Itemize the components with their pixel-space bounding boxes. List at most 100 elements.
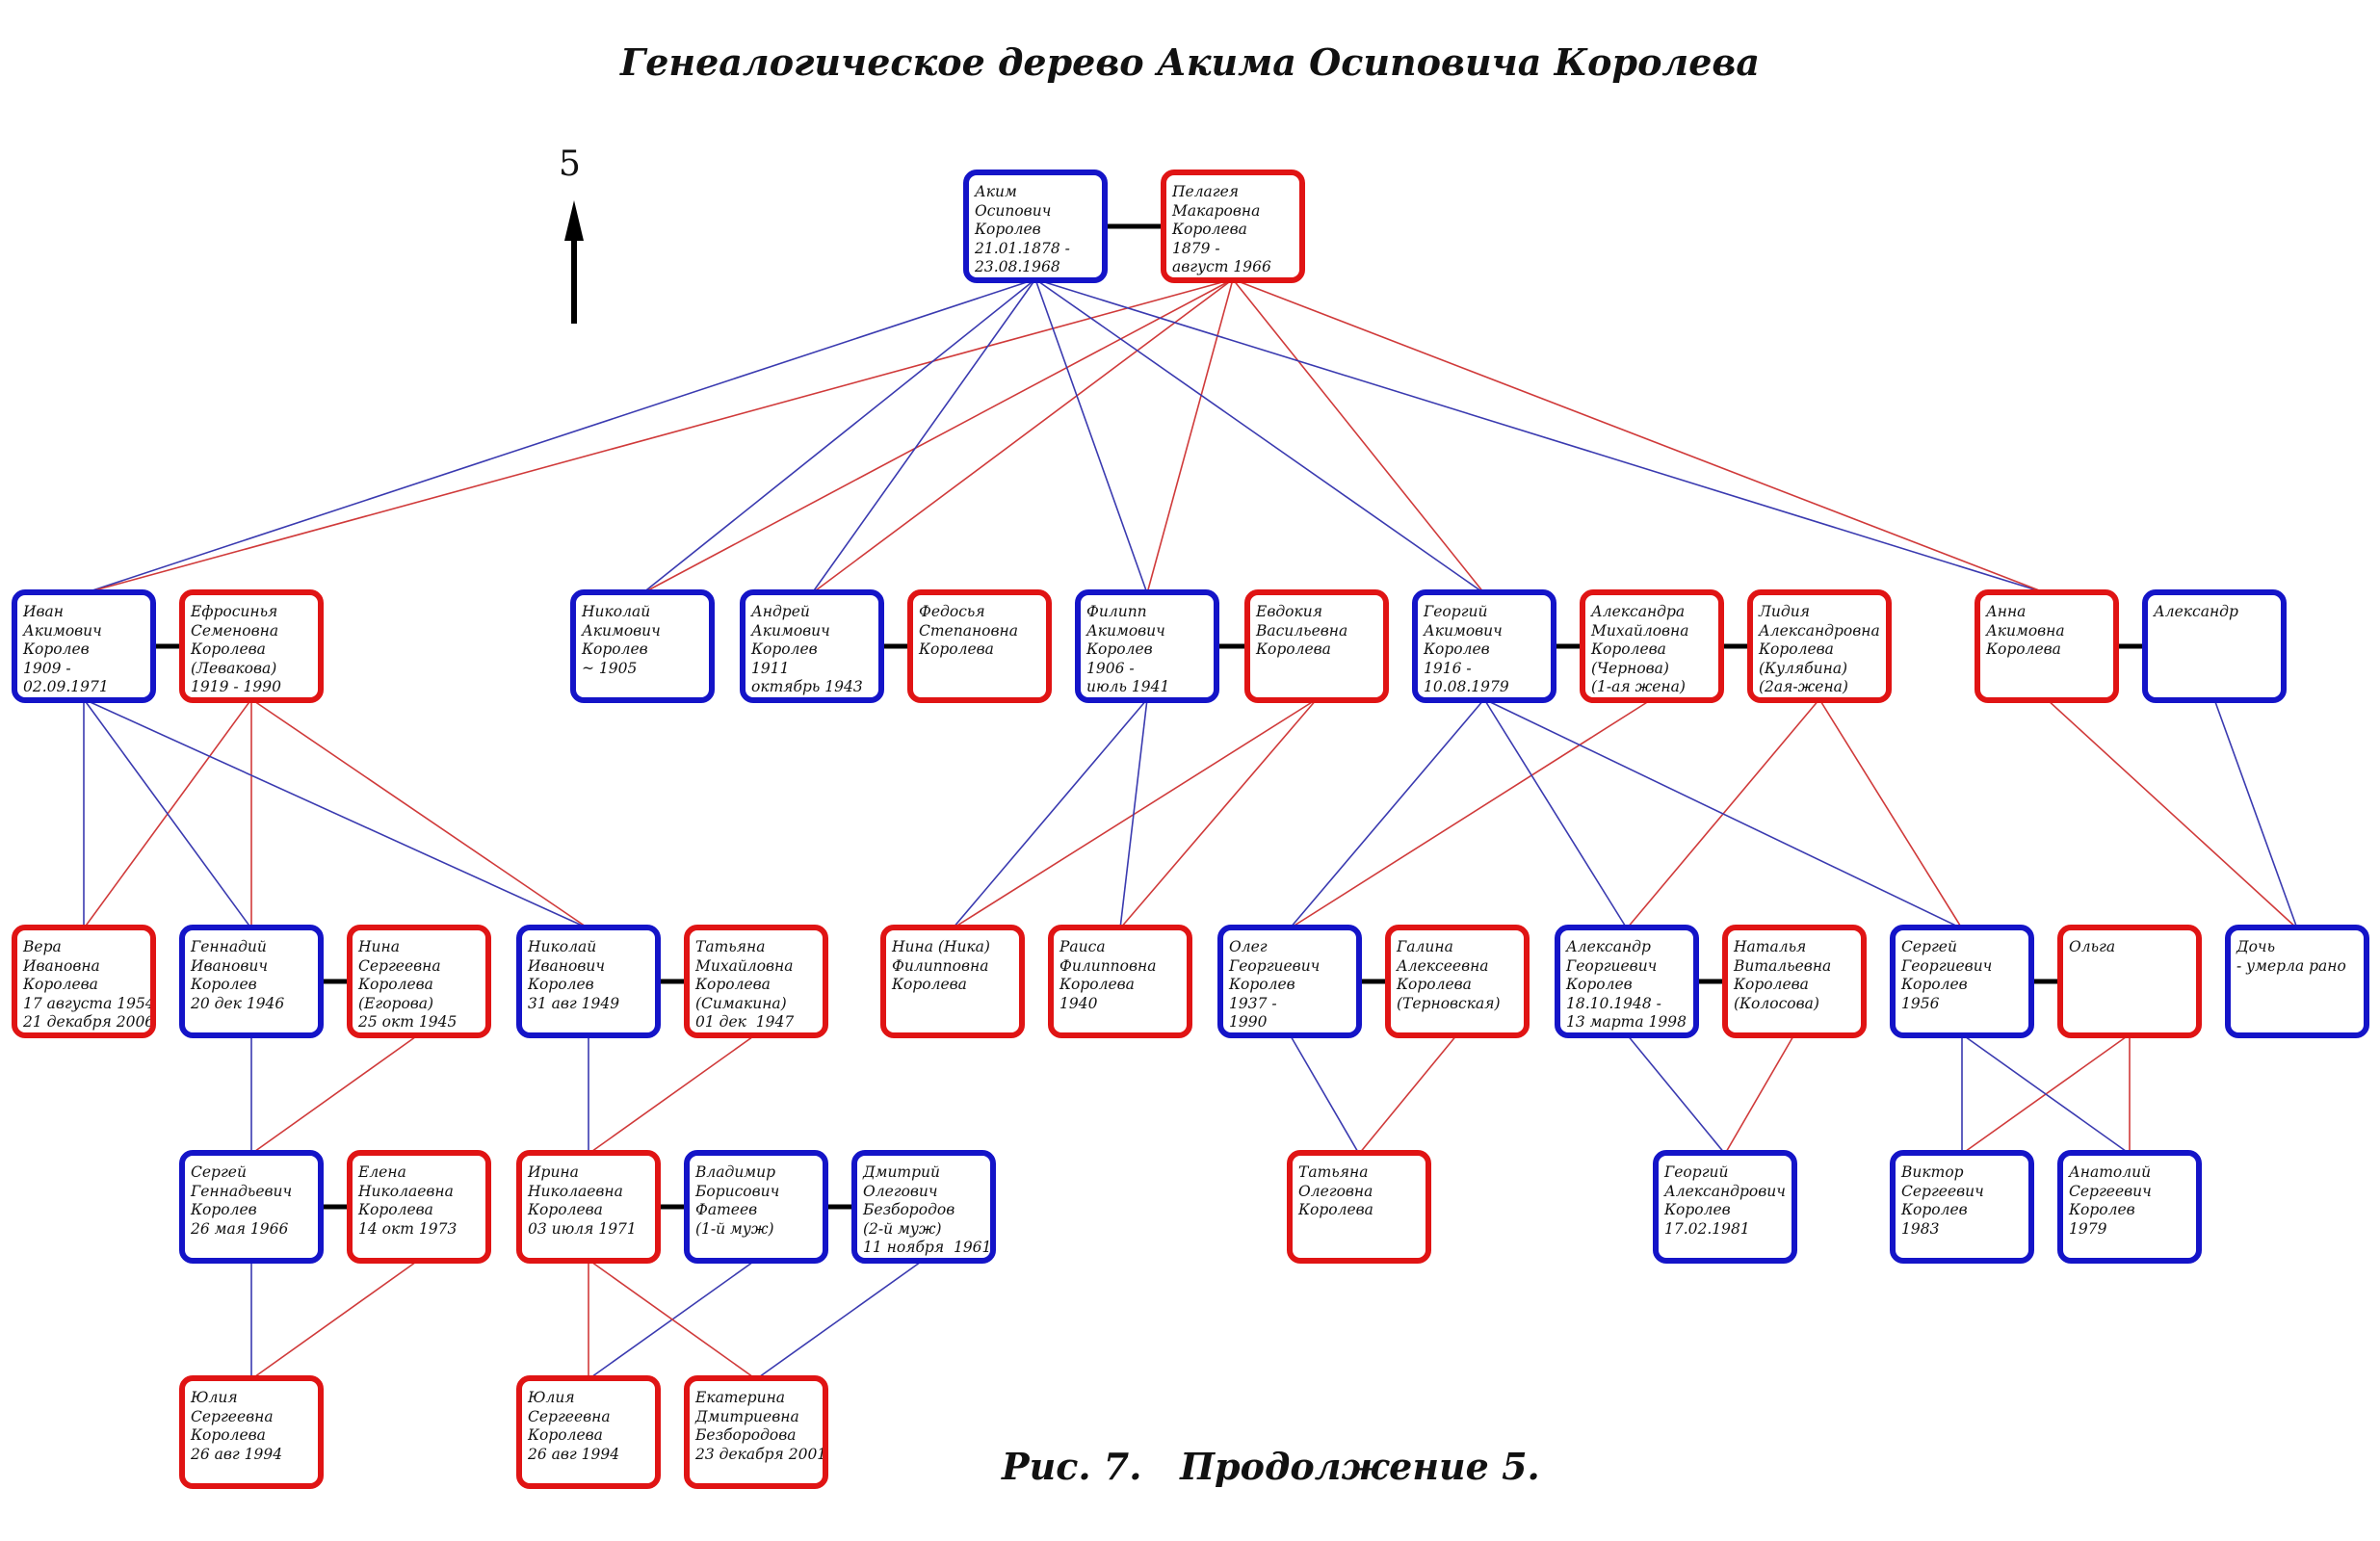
parent-child-line bbox=[1034, 278, 2048, 594]
person-box-yuliya-2: Юлия Сергеевна Королева 26 авг 1994 bbox=[516, 1375, 661, 1489]
parent-child-line bbox=[811, 278, 1036, 594]
person-label: Нина Сергеевна Королева (Егорова) 25 окт… bbox=[358, 938, 458, 1031]
person-box-vera: Вера Ивановна Королева 17 августа 1954 2… bbox=[12, 925, 156, 1038]
diagram-title: Генеалогическое дерево Акима Осиповича К… bbox=[619, 40, 1760, 84]
person-box-andrey: Андрей Акимович Королев 1911 октябрь 194… bbox=[740, 589, 884, 703]
person-label: Александра Михайловна Королева (Чернова)… bbox=[1591, 603, 1689, 697]
person-label: Раиса Филипповна Королева 1940 bbox=[1059, 938, 1157, 1012]
parent-child-line bbox=[588, 1033, 757, 1155]
person-label: Анна Акимовна Королева bbox=[1986, 603, 2065, 658]
person-box-raisa: Раиса Филипповна Королева 1940 bbox=[1048, 925, 1192, 1038]
person-label: Николай Акимович Королев ~ 1905 bbox=[582, 603, 661, 677]
parent-child-line bbox=[2213, 698, 2298, 929]
parent-child-line bbox=[1289, 698, 1485, 929]
person-label: Александр bbox=[2154, 603, 2238, 620]
person-box-nikolay-a: Николай Акимович Королев ~ 1905 bbox=[570, 589, 715, 703]
person-box-yuliya-1: Юлия Сергеевна Королева 26 авг 1994 bbox=[179, 1375, 324, 1489]
person-label: Лидия Александровна Королева (Кулябина) … bbox=[1759, 603, 1880, 697]
person-label: Юлия Сергеевна Королева 26 авг 1994 bbox=[528, 1389, 620, 1463]
parent-child-line bbox=[1961, 1033, 2131, 1155]
parent-child-line bbox=[250, 1033, 420, 1155]
person-box-ivan: Иван Акимович Королев 1909 - 02.09.1971 bbox=[12, 589, 156, 703]
person-label: Ольга bbox=[2069, 938, 2116, 955]
person-box-georgiy-a: Георгий Александрович Королев 17.02.1981 bbox=[1653, 1150, 1797, 1264]
person-label: Георгий Акимович Королев 1916 - 10.08.19… bbox=[1424, 603, 1509, 695]
person-label: Филипп Акимович Королев 1906 - июль 1941 bbox=[1086, 603, 1170, 695]
parent-child-line bbox=[1119, 698, 1148, 929]
person-box-gennadiy: Геннадий Иванович Королев 20 дек 1946 bbox=[179, 925, 324, 1038]
person-box-nina-f: Нина (Ника) Филипповна Королева bbox=[880, 925, 1025, 1038]
parent-child-line bbox=[1289, 698, 1653, 929]
person-label: Нина (Ника) Филипповна Королева bbox=[892, 938, 990, 993]
person-label: Пелагея Макаровна Королева 1879 - август… bbox=[1172, 183, 1271, 275]
person-label: Дмитрий Олегович Безбородов (2-й муж) 11… bbox=[863, 1163, 992, 1256]
parent-child-line bbox=[250, 1259, 420, 1380]
parent-child-line bbox=[83, 698, 252, 929]
person-box-elena: Елена Николаевна Королева 14 окт 1973 bbox=[347, 1150, 491, 1264]
person-label: Наталья Витальевна Королева (Колосова) bbox=[1734, 938, 1832, 1012]
parent-child-line bbox=[952, 698, 1318, 929]
person-label: Виктор Сергеевич Королев 1983 bbox=[1901, 1163, 1984, 1238]
person-box-aleksandra: Александра Михайловна Королева (Чернова)… bbox=[1580, 589, 1724, 703]
person-box-tatyana-o: Татьяна Олеговна Королева bbox=[1287, 1150, 1431, 1264]
person-box-galina: Галина Алексеевна Королева (Терновская) bbox=[1385, 925, 1530, 1038]
person-box-akim: Аким Осипович Королев 21.01.1878 - 23.08… bbox=[963, 170, 1108, 283]
person-box-filipp: Филипп Акимович Королев 1906 - июль 1941 bbox=[1075, 589, 1219, 703]
person-label: Татьяна Михайловна Королева (Симакина) 0… bbox=[695, 938, 795, 1031]
person-box-vladimir: Владимир Борисович Фатеев (1-й муж) bbox=[684, 1150, 828, 1264]
person-label: Вера Ивановна Королева 17 августа 1954 2… bbox=[23, 938, 155, 1031]
person-label: Ефросинья Семеновна Королева (Левакова) … bbox=[191, 603, 281, 695]
person-box-ekaterina: Екатерина Дмитриевна Безбородова 23 дека… bbox=[684, 1375, 828, 1489]
figure-caption: Рис. 7. Продолжение 5. bbox=[1002, 1445, 1540, 1488]
person-label: Татьяна Олеговна Королева bbox=[1298, 1163, 1373, 1218]
person-label: Иван Акимович Королев 1909 - 02.09.1971 bbox=[23, 603, 109, 695]
person-box-sergey-g: Сергей Георгиевич Королев 1956 bbox=[1890, 925, 2034, 1038]
person-box-nikolay-i: Николай Иванович Королев 31 авг 1949 bbox=[516, 925, 661, 1038]
person-box-sergey-gen: Сергей Геннадьевич Королев 26 мая 1966 bbox=[179, 1150, 324, 1264]
person-box-irina: Ирина Николаевна Королева 03 июля 1971 bbox=[516, 1150, 661, 1264]
person-box-anatoliy: Анатолий Сергеевич Королев 1979 bbox=[2057, 1150, 2202, 1264]
person-box-efrosinya: Ефросинья Семеновна Королева (Левакова) … bbox=[179, 589, 324, 703]
parent-child-line bbox=[641, 278, 1036, 594]
parent-child-line bbox=[755, 1259, 925, 1380]
person-box-viktor: Виктор Сергеевич Королев 1983 bbox=[1890, 1150, 2034, 1264]
parent-child-line bbox=[1483, 698, 1963, 929]
parent-child-line bbox=[588, 1259, 757, 1380]
person-label: Олег Георгиевич Королев 1937 - 1990 bbox=[1229, 938, 1321, 1031]
person-box-fedosya: Федосья Степановна Королева bbox=[907, 589, 1052, 703]
page-number: 5 bbox=[559, 144, 581, 184]
person-label: Сергей Геннадьевич Королев 26 мая 1966 bbox=[191, 1163, 293, 1238]
parent-child-line bbox=[1626, 1033, 1726, 1155]
person-label: Сергей Георгиевич Королев 1956 bbox=[1901, 938, 1993, 1012]
person-label: Александр Георгиевич Королев 18.10.1948 … bbox=[1566, 938, 1687, 1031]
parent-child-line bbox=[2046, 698, 2298, 929]
person-label: Владимир Борисович Фатеев (1-й муж) bbox=[695, 1163, 780, 1238]
person-label: Елена Николаевна Королева 14 окт 1973 bbox=[358, 1163, 458, 1238]
parent-child-line bbox=[1818, 698, 1963, 929]
person-label: Геннадий Иванович Королев 20 дек 1946 bbox=[191, 938, 285, 1012]
person-box-anna: Анна Акимовна Королева bbox=[1975, 589, 2119, 703]
person-label: Ирина Николаевна Королева 03 июля 1971 bbox=[528, 1163, 637, 1238]
person-label: Анатолий Сергеевич Королев 1979 bbox=[2069, 1163, 2152, 1238]
person-label: Евдокия Васильевна Королева bbox=[1256, 603, 1348, 658]
person-label: Федосья Степановна Королева bbox=[919, 603, 1018, 658]
person-label: Екатерина Дмитриевна Безбородова 23 дека… bbox=[695, 1389, 827, 1463]
parent-child-line bbox=[1724, 1033, 1795, 1155]
parent-child-line bbox=[1146, 278, 1234, 594]
parent-child-line bbox=[952, 698, 1148, 929]
person-box-natalya: Наталья Витальевна Королева (Колосова) bbox=[1722, 925, 1867, 1038]
person-label: Галина Алексеевна Королева (Терновская) bbox=[1397, 938, 1501, 1012]
parent-child-line bbox=[1232, 278, 2048, 594]
parent-child-line bbox=[1119, 698, 1318, 929]
person-box-olga: Ольга bbox=[2057, 925, 2202, 1038]
parent-child-line bbox=[641, 278, 1234, 594]
person-label: Георгий Александрович Королев 17.02.1981 bbox=[1664, 1163, 1786, 1238]
person-box-lidiya: Лидия Александровна Королева (Кулябина) … bbox=[1747, 589, 1892, 703]
up-arrow-icon bbox=[564, 200, 584, 324]
parent-child-line bbox=[1034, 278, 1148, 594]
parent-child-line bbox=[811, 278, 1234, 594]
person-label: Андрей Акимович Королев 1911 октябрь 194… bbox=[751, 603, 863, 695]
person-box-oleg: Олег Георгиевич Королев 1937 - 1990 bbox=[1217, 925, 1362, 1038]
person-label: Юлия Сергеевна Королева 26 авг 1994 bbox=[191, 1389, 283, 1463]
